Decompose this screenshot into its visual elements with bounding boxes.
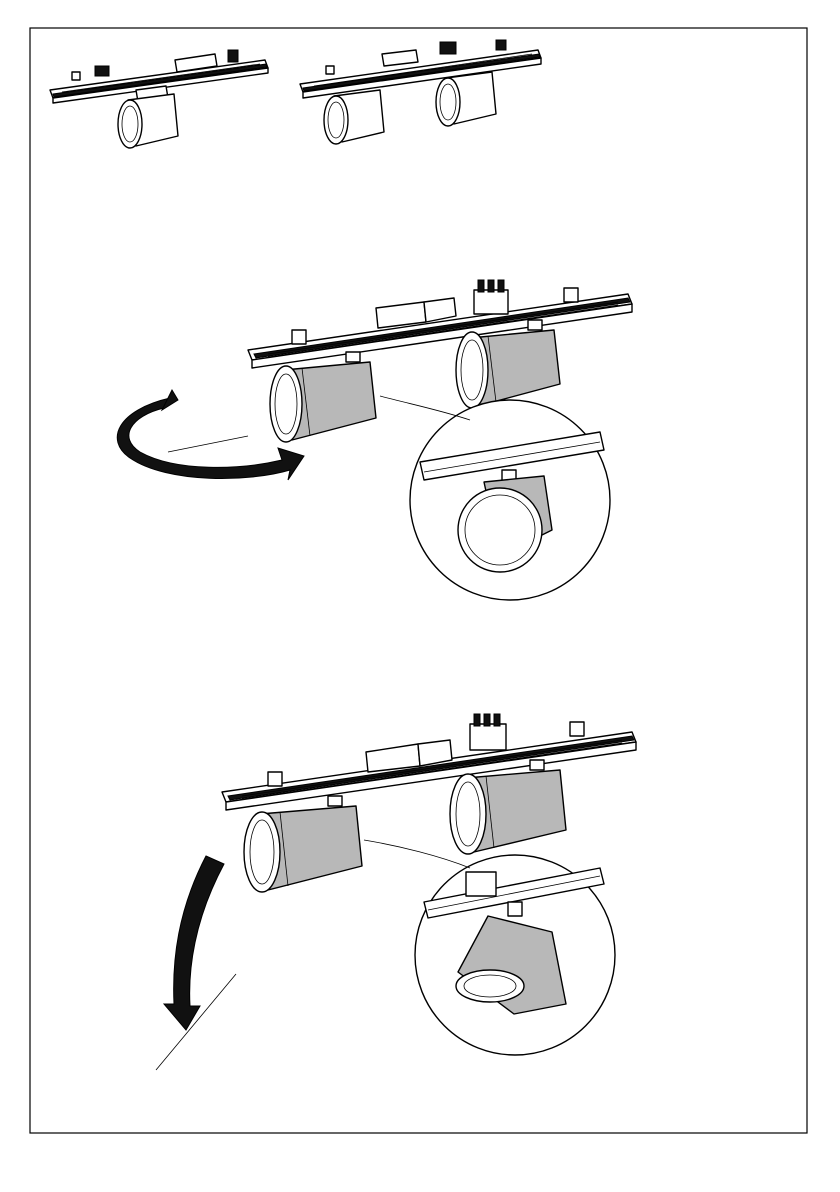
magnifier-detail-icon	[380, 396, 610, 600]
figure-rotate	[117, 280, 632, 600]
magnifier-detail-icon	[364, 840, 615, 1055]
tilt-arrow-icon	[156, 856, 236, 1070]
figure-tilt	[156, 714, 636, 1070]
figure-double-spotlight	[300, 40, 541, 144]
figure-single-spotlight	[50, 50, 268, 148]
